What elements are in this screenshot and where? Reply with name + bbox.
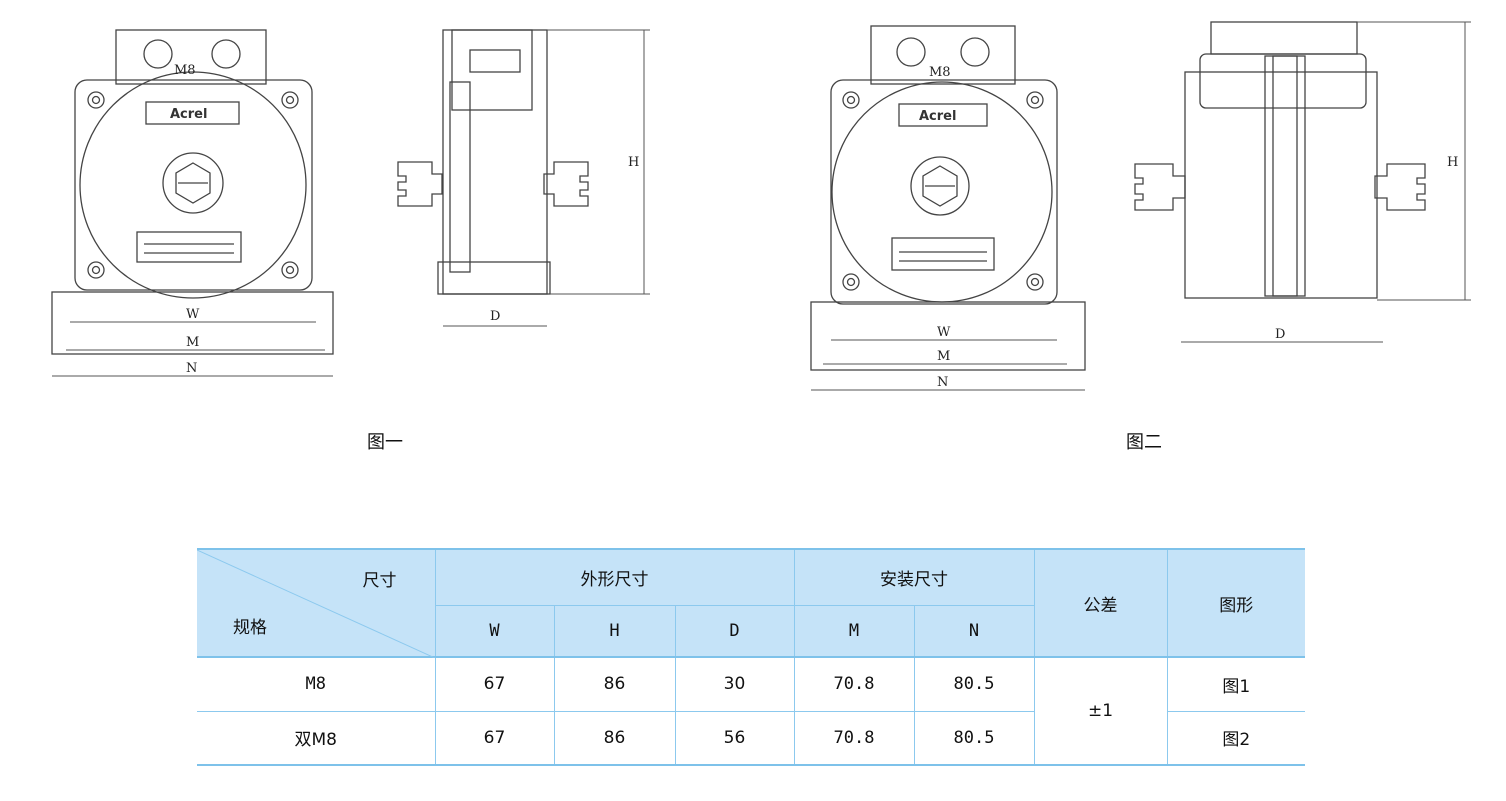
figure-1-caption: 图一	[367, 432, 403, 453]
figure-2-drawing: Acrel M8 W M N D H	[795, 0, 1495, 400]
corner-diagonal	[197, 550, 435, 658]
brand-label-1: Acrel	[170, 107, 207, 122]
dim-w-label-2: W	[937, 325, 951, 340]
model-label-1: M8	[174, 63, 196, 78]
spec-table: 尺寸 规格 外形尺寸 安装尺寸 公差 图形 W H D M N M8 67 86…	[197, 548, 1305, 766]
row-spec: M8	[197, 657, 435, 712]
table-row: 双M8 67 86 56 70.8 80.5 图2	[197, 711, 1305, 766]
dim-d-label-2: D	[1275, 327, 1285, 342]
row-w: 67	[434, 657, 554, 712]
dim-h-label-2: H	[1447, 155, 1458, 170]
row-spec: 双M8	[197, 711, 435, 766]
figure-2-svg: Acrel M8 W M N D H	[810, 21, 1471, 391]
row-n: 80.5	[913, 711, 1034, 766]
row-figure: 图1	[1166, 657, 1305, 712]
dim-h-label-1: H	[628, 155, 639, 170]
corner-bottom-label: 规格	[233, 618, 267, 638]
front-body	[74, 79, 313, 291]
row-n: 80.5	[913, 657, 1034, 712]
subheader-w: W	[434, 605, 554, 658]
row-figure: 图2	[1166, 711, 1305, 766]
dim-n-label-1: N	[186, 361, 197, 376]
dim-m-label-1: M	[186, 335, 199, 350]
subheader-m: M	[793, 605, 914, 658]
row-m: 70.8	[793, 657, 914, 712]
group-outer-header: 外形尺寸	[434, 548, 794, 606]
brand-label-2: Acrel	[919, 109, 956, 124]
figure-header: 图形	[1166, 548, 1305, 658]
corner-top-label: 尺寸	[362, 571, 397, 591]
corner-header: 尺寸 规格	[197, 548, 435, 658]
terminal-box	[115, 29, 267, 85]
core-ring	[79, 71, 307, 299]
figure-1-drawing: Acrel M8 W M N D H	[40, 0, 660, 390]
model-label-2: M8	[929, 65, 951, 80]
row-m: 70.8	[793, 711, 914, 766]
row-h: 86	[553, 711, 675, 766]
figure-2-caption: 图二	[1126, 432, 1162, 453]
row-d: 56	[674, 711, 794, 766]
tolerance-header: 公差	[1033, 548, 1167, 658]
row-h: 86	[553, 657, 675, 712]
table-row: M8 67 86 30 70.8 80.5 ±1 图1	[197, 657, 1305, 766]
subheader-h: H	[553, 605, 675, 658]
tolerance-cell: ±1	[1033, 657, 1167, 766]
row-d: 30	[674, 657, 794, 712]
base-plate	[51, 291, 334, 355]
figure-1-svg: Acrel M8 W M N D H	[51, 29, 650, 377]
subheader-n: N	[913, 605, 1034, 658]
dim-d-label-1: D	[490, 309, 500, 324]
row-w: 67	[434, 711, 554, 766]
dim-n-label-2: N	[937, 375, 948, 390]
subheader-d: D	[674, 605, 794, 658]
dim-w-label-1: W	[186, 307, 200, 322]
group-mount-header: 安装尺寸	[793, 548, 1034, 606]
dim-m-label-2: M	[937, 349, 950, 364]
